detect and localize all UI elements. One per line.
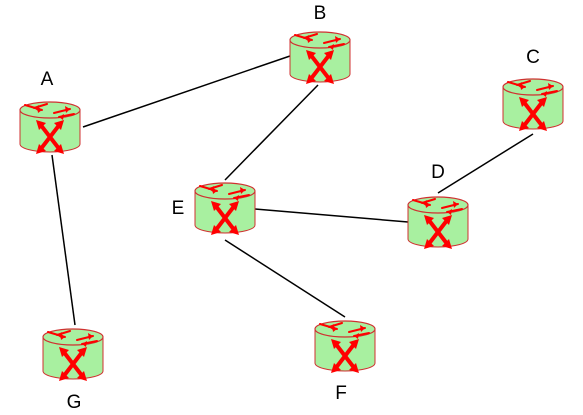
link-a-g [51, 154, 76, 326]
link-e-f [224, 239, 346, 318]
node-label-e: E [172, 198, 185, 219]
node-label-g: G [67, 392, 82, 413]
link-d-c [437, 133, 534, 194]
node-e: E [172, 181, 257, 237]
link-e-d [254, 208, 409, 223]
node-a: A [18, 69, 82, 156]
node-label-c: C [526, 47, 540, 68]
node-c: C [501, 47, 565, 133]
router-icon [501, 77, 565, 133]
node-label-a: A [41, 69, 54, 90]
node-label-b: B [314, 3, 327, 24]
router-icon [41, 327, 105, 383]
router-icon [313, 319, 377, 375]
router-icon [288, 30, 352, 86]
link-a-b [82, 55, 291, 128]
links-layer [51, 55, 534, 326]
link-b-e [224, 84, 319, 181]
node-b: B [288, 3, 352, 86]
node-label-d: D [431, 162, 445, 183]
router-icon [193, 181, 257, 237]
node-f: F [313, 319, 377, 404]
node-d: D [406, 162, 470, 251]
router-icon [406, 195, 470, 251]
node-label-f: F [335, 383, 347, 404]
node-g: G [41, 327, 105, 413]
router-icon [18, 100, 82, 156]
nodes-layer: A B C D E F G [18, 3, 565, 413]
